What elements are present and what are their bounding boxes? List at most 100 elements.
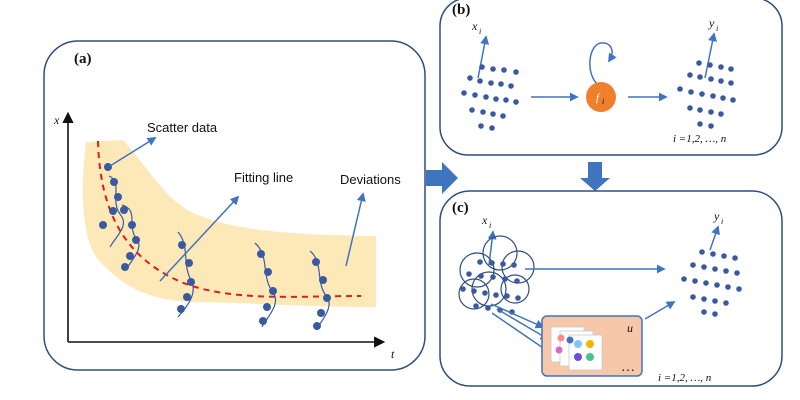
panel-c-index-text: i =1,2, …, n [658,372,712,384]
panel-b-output-label-sub: i [716,24,718,33]
panel-b-output-label-main: y [708,16,715,30]
block-arrow-right-icon [426,162,458,194]
panel-c: (c) x i [439,190,783,387]
cloud-point [701,309,707,315]
cloud-point [502,276,508,282]
cloud-point [469,107,475,113]
cloud-point [708,123,714,129]
cloud-point [482,290,488,296]
panel-c-frame [439,190,783,387]
deviation-band [82,140,376,307]
cloud-point [488,80,494,86]
panel-b-frame [439,0,783,156]
cloud-point [723,300,729,306]
feature-map-stack [550,326,603,371]
panel-b-label: (b) [452,2,470,18]
panel-b-node-label-sub: i [602,97,604,106]
cloud-point [697,74,703,80]
fitting-line [97,140,362,298]
cloud-point [489,260,495,266]
cloud-point [708,109,714,115]
transition-right-arrow [426,162,458,194]
panel-b-node-label-main: f [596,92,601,104]
cloud-point [472,92,478,98]
transition-down-arrow [580,162,610,191]
cloud-point [696,60,702,66]
scatter-point [317,309,325,317]
cloud-point [477,78,483,84]
cluster-ring [500,274,530,304]
cloud-point [707,62,713,68]
scatter-point [104,163,112,171]
panel-c-input-label-main: x [481,213,488,227]
cloud-point [728,80,734,86]
scatter-point [178,241,186,249]
cloud-point [500,261,506,267]
y-axis-label: x [53,113,60,127]
cloud-point [511,262,517,268]
cloud-point [501,67,507,73]
scatter-point [263,303,271,311]
scatter-point [257,250,265,258]
cloud-point [718,78,724,84]
cloud-point [493,292,499,298]
scatter-data-label: Scatter data [147,120,218,135]
cloud-point [712,298,718,304]
panel-b-output-cloud [677,60,736,129]
panel-c-input-label: x i [481,213,491,230]
cloud-point [514,278,520,284]
cloud-point [708,76,714,82]
panel-c-input-label-sub: i [489,221,491,230]
cloud-point [477,259,483,265]
cloud-point [697,107,703,113]
cloud-point [692,278,698,284]
cluster-ring [482,235,518,271]
scatter-point [319,276,327,284]
scatter-point [312,258,320,266]
panel-c-label: (c) [452,200,469,216]
scatter-point [114,193,122,201]
cloud-point [730,97,736,103]
fitting-line-pointer-arrow [159,195,240,282]
panel-b-input-cloud [461,64,519,131]
cloud-point [483,94,489,100]
scatter-point [126,252,134,260]
panel-a-label: (a) [74,51,92,67]
self-loop-arrow-icon [589,42,617,84]
cluster-ring [459,252,495,288]
cloud-point [515,295,521,301]
scatter-point [128,221,136,229]
panel-c-output-cloud [681,249,742,317]
cloud-point [485,305,491,311]
scatter-point [177,305,185,313]
cloud-point [721,253,727,259]
cloud-point [503,97,509,103]
cloud-point [479,64,485,70]
cloud-point [489,125,495,131]
panel-b-input-label-sub: i [479,27,481,36]
cloud-point [508,83,514,89]
feature-map-blob [586,353,594,361]
cloud-point [490,66,496,72]
cloud-point [690,294,696,300]
cloud-point [500,113,506,119]
cloud-point [513,99,519,105]
scatter-point [323,294,331,302]
feature-map-blob [574,353,582,361]
cloud-point [681,276,687,282]
panel-c-output-label-sub: i [721,217,723,226]
cloud-point [461,90,467,96]
panel-c-feature-label: u [627,321,633,335]
cloud-point [504,293,510,299]
cloud-point [699,249,705,255]
panel-b-input-label: x i [471,19,481,36]
panel-c-feature-to-output-arrow [644,301,676,320]
panel-b-output-vector-arrow [704,32,717,79]
cloud-point [687,105,693,111]
panel-b-output-label: y i [708,16,718,33]
panel-c-input-to-feature-arrow-2 [496,308,550,340]
cloud-point [498,81,504,87]
cloud-point [690,262,696,268]
